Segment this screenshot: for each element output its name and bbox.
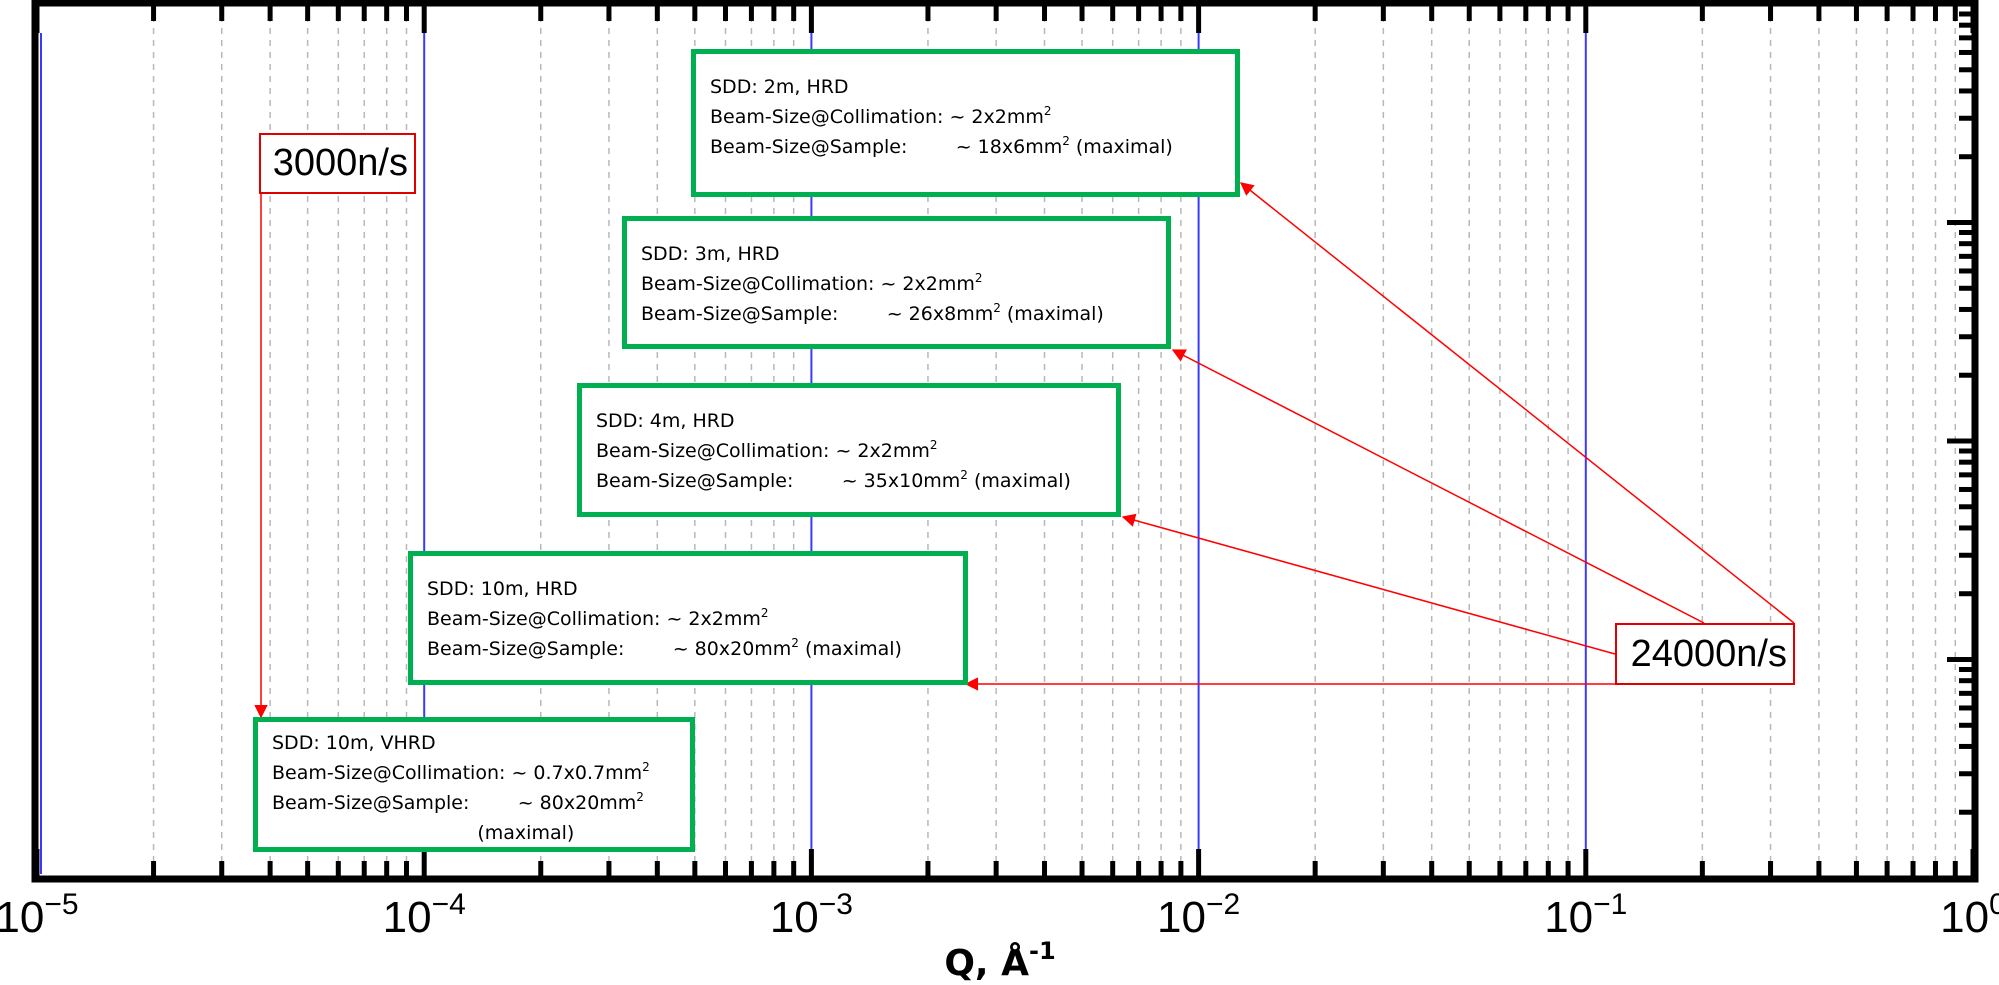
config-collimation: Beam-Size@Collimation: ~ 2x2mm2 (641, 271, 983, 295)
config-sample: Beam-Size@Sample: ~ 35x10mm2 (maximal) (596, 468, 1071, 492)
config-sample: Beam-Size@Sample: ~ 80x20mm2 (272, 790, 644, 814)
config-box-sdd-4m-hrd: SDD: 4m, HRD Beam-Size@Collimation: ~ 2x… (577, 383, 1121, 517)
x-tick-label: 10−5 (0, 888, 79, 942)
config-note: (maximal) (477, 822, 575, 844)
plot-frame (31, 0, 1979, 883)
x-tick-labels: 10−5 10−4 10−3 10−2 10−1 100 (0, 888, 1999, 942)
config-sample: Beam-Size@Sample: ~ 18x6mm2 (maximal) (710, 134, 1173, 158)
flux-arrow (1239, 182, 1795, 624)
flux-arrows (254, 182, 1795, 719)
flux-label-24000: 24000n/s (1615, 623, 1795, 685)
x-tick-label: 10−4 (383, 888, 466, 942)
config-box-sdd-2m-hrd: SDD: 2m, HRD Beam-Size@Collimation: ~ 2x… (691, 49, 1240, 197)
config-sample: Beam-Size@Sample: ~ 26x8mm2 (maximal) (641, 301, 1104, 325)
config-sdd: SDD: 10m, HRD (427, 578, 578, 600)
flux-arrow (1171, 349, 1705, 624)
flux-label-3000: 3000n/s (259, 133, 416, 194)
config-sdd: SDD: 4m, HRD (596, 410, 735, 432)
x-tick-label: 100 (1940, 888, 1999, 942)
config-collimation: Beam-Size@Collimation: ~ 2x2mm2 (710, 104, 1052, 128)
x-tick-label: 10−1 (1544, 888, 1627, 942)
config-collimation: Beam-Size@Collimation: ~ 2x2mm2 (596, 438, 938, 462)
x-tick-label: 10−2 (1157, 888, 1240, 942)
config-box-sdd-10m-vhrd: SDD: 10m, VHRD Beam-Size@Collimation: ~ … (253, 717, 695, 852)
x-tick-label: 10−3 (770, 888, 853, 942)
config-sdd: SDD: 10m, VHRD (272, 732, 436, 754)
config-box-sdd-10m-hrd: SDD: 10m, HRD Beam-Size@Collimation: ~ 2… (408, 551, 968, 685)
config-collimation: Beam-Size@Collimation: ~ 0.7x0.7mm2 (272, 760, 650, 784)
flux-arrow (1121, 513, 1616, 655)
config-sdd: SDD: 2m, HRD (710, 76, 849, 98)
config-sdd: SDD: 3m, HRD (641, 243, 780, 265)
config-sample: Beam-Size@Sample: ~ 80x20mm2 (maximal) (427, 636, 902, 660)
config-box-sdd-3m-hrd: SDD: 3m, HRD Beam-Size@Collimation: ~ 2x… (622, 216, 1171, 349)
x-axis-label: Q, Å-1 (944, 937, 1055, 984)
config-collimation: Beam-Size@Collimation: ~ 2x2mm2 (427, 606, 769, 630)
